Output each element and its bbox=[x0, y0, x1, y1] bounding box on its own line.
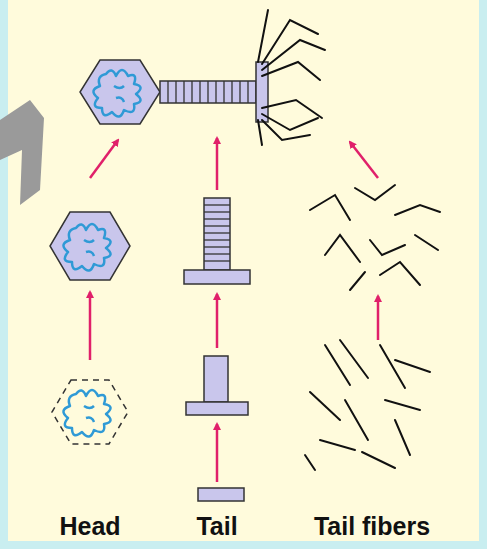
column-label: Tail bbox=[196, 512, 237, 541]
column-label: Head bbox=[59, 512, 120, 541]
baseplate bbox=[198, 488, 244, 501]
loose-fibers bbox=[305, 340, 430, 470]
bent-fibers bbox=[310, 185, 440, 290]
dashed-head bbox=[52, 380, 128, 444]
gray-arrow bbox=[0, 100, 44, 205]
head-capsid bbox=[50, 212, 130, 280]
column-label: Tail fibers bbox=[314, 512, 430, 541]
assembly-arrows bbox=[90, 138, 378, 482]
